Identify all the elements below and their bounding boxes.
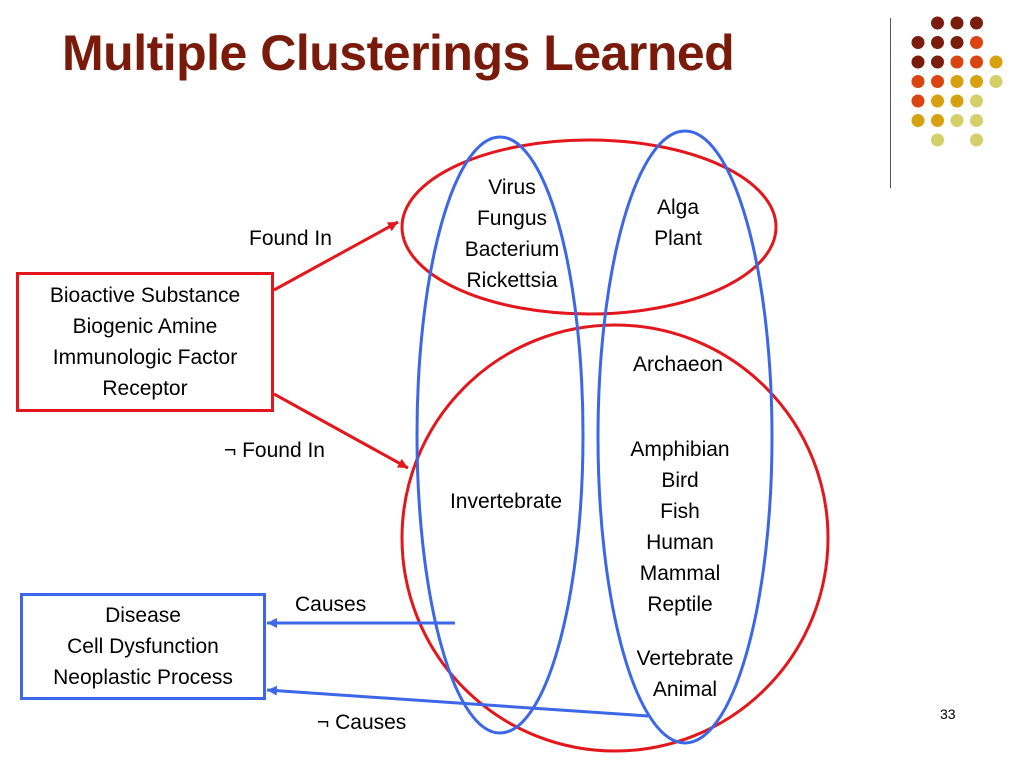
decorative-dot [931,133,944,147]
decorative-dot [950,36,964,49]
decorative-dot [931,16,944,30]
cluster-item: Rickettsia [466,269,558,292]
cluster-bottom-red-ellipse [400,323,830,753]
title-divider [890,18,891,188]
cluster-vertebrates: Amphibian Bird Fish Human Mammal Reptile [610,434,750,620]
decorative-dot [950,55,964,69]
cluster-item: Amphibian [630,438,730,461]
decorative-dot [931,94,944,108]
decorative-dot [950,94,964,108]
cluster-item: Animal [652,678,718,701]
cluster-item: Virus [488,176,536,199]
source-semantic-types-box: Bioactive Substance Biogenic Amine Immun… [16,272,274,412]
cluster-item: Fungus [476,207,548,230]
cluster-item: Alga [656,196,700,219]
cluster-item: Plant [654,227,702,250]
cluster-item: Vertebrate [636,647,734,670]
source-item: Immunologic Factor [52,346,238,369]
cluster-microorganisms: Virus Fungus Bacterium Rickettsia [452,172,572,296]
not-found-in-label: ¬ Found In [224,439,325,462]
decorative-dot [970,114,983,127]
decorative-dot [970,94,983,108]
not-found-in-arrow [273,392,409,470]
causes-label: Causes [295,593,367,616]
cluster-archaeon: Archaeon [633,353,723,376]
decorative-dot [950,16,964,30]
decorative-dot [970,16,983,30]
source-item: Receptor [102,377,188,400]
found-in-arrow [273,220,399,292]
not-causes-arrow [266,685,649,718]
cluster-invertebrate: Invertebrate [449,490,563,513]
decorative-dot [911,55,925,69]
decorative-dot [970,55,983,69]
cluster-item: Human [646,531,714,554]
cluster-item: Reptile [647,593,713,616]
cluster-top-red-ellipse [400,138,778,316]
decorative-dot [931,55,944,69]
decorative-dot [911,114,925,127]
cluster-item: Fish [660,500,700,523]
decorative-dot [950,114,964,127]
decorative-dot [911,75,925,88]
target-item: Disease [105,604,181,627]
slide-title: Multiple Clusterings Learned [62,25,735,81]
cluster-item: Mammal [639,562,721,585]
target-item: Neoplastic Process [53,666,233,689]
decorative-dot [950,75,964,88]
decorative-dot [931,114,944,127]
target-item: Cell Dysfunction [67,635,219,658]
decorative-dot [931,75,944,88]
source-item: Bioactive Substance [49,284,241,307]
decorative-dot [970,133,983,147]
decorative-dot [911,36,925,49]
decorative-dot [989,75,1003,88]
cluster-plants: Alga Plant [628,192,728,254]
not-causes-label: ¬ Causes [317,711,407,734]
source-item: Biogenic Amine [72,315,218,338]
decorative-dot [931,36,944,49]
cluster-item: Bird [661,469,699,492]
cluster-right-blue-ellipse [596,129,774,745]
target-semantic-types-box: Disease Cell Dysfunction Neoplastic Proc… [20,593,266,700]
decorative-dot [989,55,1003,69]
decorative-dot [970,75,983,88]
decorative-dot [911,94,925,108]
page-number: 33 [940,706,956,722]
found-in-label: Found In [249,227,332,250]
decorative-dot [970,36,983,49]
cluster-left-blue-ellipse [415,135,585,735]
cluster-item: Bacterium [464,238,560,261]
cluster-vertebrate-animal: Vertebrate Animal [620,643,750,705]
